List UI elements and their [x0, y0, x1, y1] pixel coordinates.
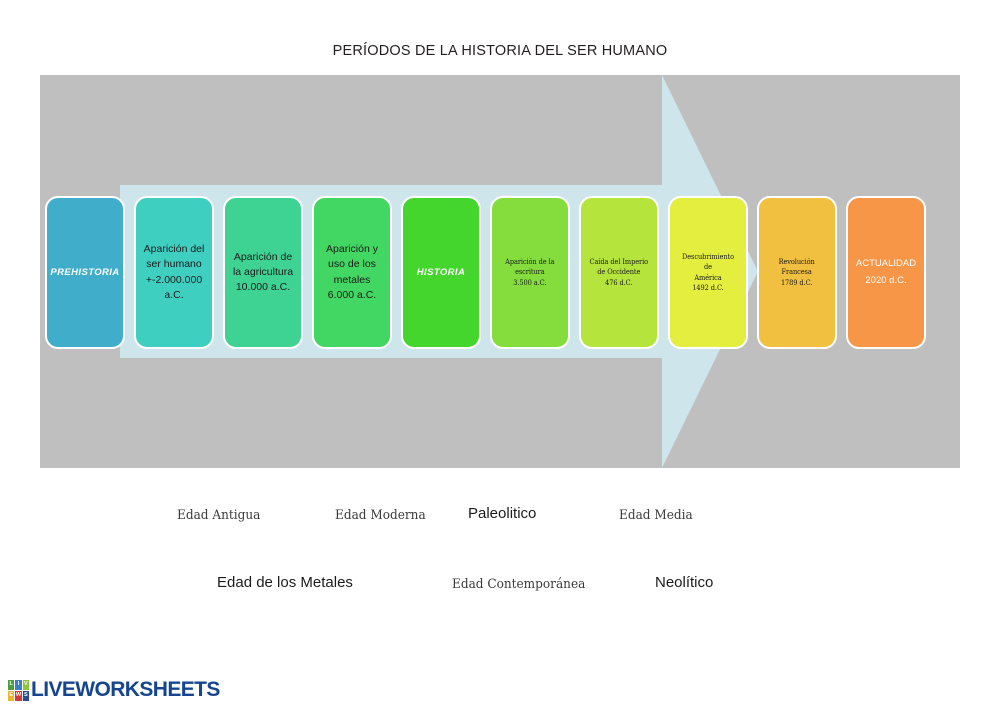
logo-cell: S	[22, 690, 29, 701]
period-box-label: HISTORIA	[416, 266, 466, 278]
period-box-label: Aparición de la agricultura 10.000 a.C.	[232, 250, 294, 294]
draggable-word[interactable]: Edad Contemporánea	[452, 577, 586, 592]
liveworksheets-brand-text: LIVEWORKSHEETS	[31, 678, 220, 701]
draggable-word[interactable]: Paleolitico	[468, 505, 537, 522]
logo-cell: L	[8, 679, 15, 690]
period-box-prehistoria[interactable]: PREHISTORIA	[45, 196, 125, 349]
page-title: PERÍODOS DE LA HISTORIA DEL SER HUMANO	[332, 43, 668, 59]
period-box-escritura[interactable]: Aparición de la escritura 3.500 a.C.	[490, 196, 570, 349]
period-box-agricultura[interactable]: Aparición de la agricultura 10.000 a.C.	[223, 196, 303, 349]
period-box-label: Revolución Francesa 1789 d.C.	[778, 256, 816, 287]
period-box-revolucion[interactable]: Revolución Francesa 1789 d.C.	[757, 196, 837, 349]
period-box-ser-humano[interactable]: Aparición del ser humano +-2.000.000 a.C…	[134, 196, 214, 349]
draggable-word[interactable]: Edad Moderna	[335, 508, 426, 523]
logo-cell: V	[22, 679, 29, 690]
logo-cell: I	[15, 679, 22, 690]
period-box-label: Caída del Imperio de Occidente 476 d.C.	[589, 256, 649, 287]
draggable-word[interactable]: Edad de los Metales	[217, 574, 353, 591]
period-box-label: Aparición de la escritura 3.500 a.C.	[505, 256, 555, 287]
logo-cell: E	[8, 690, 15, 701]
logo-cell: W	[15, 690, 22, 701]
period-box-label: Aparición del ser humano +-2.000.000 a.C…	[143, 243, 205, 301]
draggable-word[interactable]: Neolítico	[655, 574, 714, 591]
period-box-label: PREHISTORIA	[50, 266, 120, 278]
period-box-america[interactable]: Descubrimiento de América 1492 d.C.	[668, 196, 748, 349]
draggable-word[interactable]: Edad Antigua	[177, 508, 261, 523]
period-box-list: PREHISTORIA Aparición del ser humano +-2.…	[45, 196, 926, 349]
period-box-label: Descubrimiento de América 1492 d.C.	[681, 251, 734, 292]
period-box-metales[interactable]: Aparición y uso de los metales 6.000 a.C…	[312, 196, 392, 349]
period-box-actualidad[interactable]: ACTUALIDAD 2020 d.C.	[846, 196, 926, 349]
period-box-historia[interactable]: HISTORIA	[401, 196, 481, 349]
period-box-label: ACTUALIDAD 2020 d.C.	[855, 258, 917, 286]
period-box-label: Aparición y uso de los metales 6.000 a.C…	[326, 243, 378, 301]
draggable-word[interactable]: Edad Media	[619, 508, 693, 523]
period-box-imperio[interactable]: Caída del Imperio de Occidente 476 d.C.	[579, 196, 659, 349]
